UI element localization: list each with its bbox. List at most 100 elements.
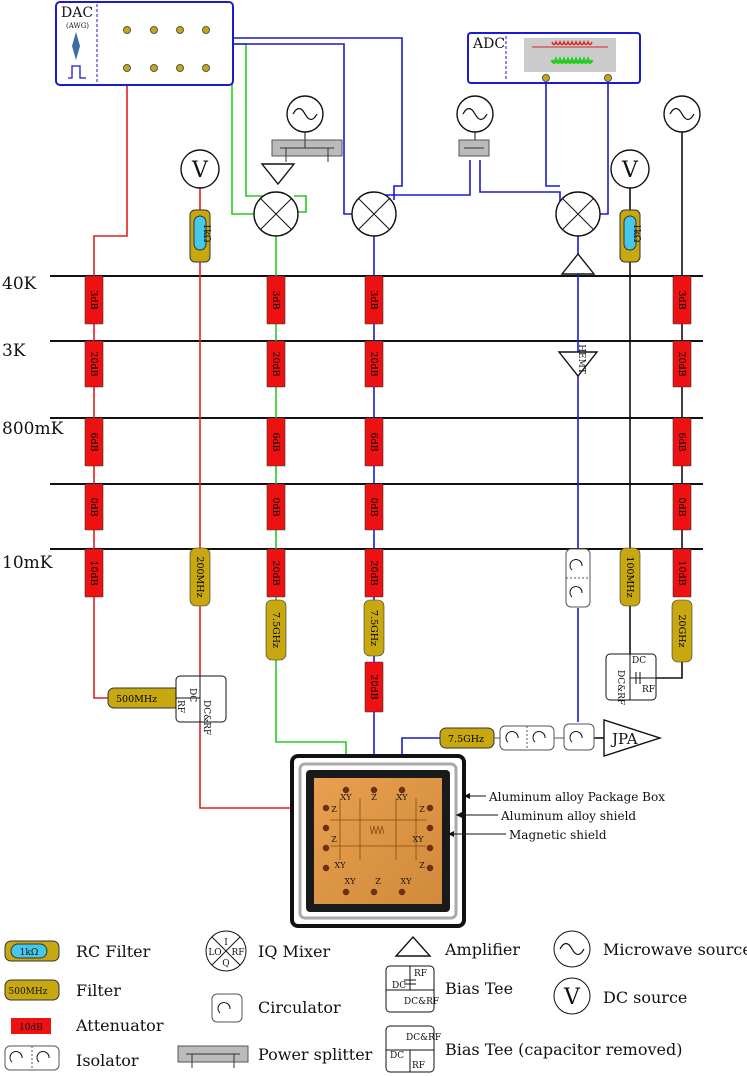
chip-pad-label: Z	[331, 835, 337, 844]
svg-text:20GHz: 20GHz	[676, 615, 687, 648]
jpa-label: JPA	[610, 730, 638, 748]
iq-mixer-xy	[253, 191, 299, 237]
dc-source-2: V	[610, 149, 650, 189]
svg-text:DC: DC	[392, 981, 406, 991]
svg-text:20dB: 20dB	[368, 351, 379, 376]
attenuator-col1-1: 20dB	[84, 340, 104, 388]
svg-text:DC&RF: DC&RF	[406, 1033, 441, 1043]
adc-screen	[524, 38, 616, 72]
dac-box: DAC (AWG)	[55, 1, 234, 86]
circulator-jpa	[563, 723, 595, 751]
shield-annotations: Aluminum alloy Package Box Aluminum allo…	[448, 790, 665, 842]
legend-bias-tee-cap-icon: DC DC&RF RF	[385, 1025, 441, 1073]
legend-dc-source-icon: V	[553, 977, 591, 1015]
chip-pad-label: XY	[413, 835, 425, 844]
svg-text:0dB: 0dB	[676, 497, 687, 516]
svg-text:1kΩ: 1kΩ	[631, 224, 641, 243]
pulse-icon	[68, 65, 86, 79]
legend: 1kΩ RC Filter 500MHz Filter 10dB Attenua…	[4, 930, 747, 1073]
wire-dc-line	[199, 188, 322, 809]
dac-label: DAC	[61, 5, 93, 21]
svg-text:DC: DC	[390, 1051, 404, 1061]
filter-col1-bottom: 500MHz	[107, 687, 186, 709]
wire-bias-line	[594, 132, 683, 739]
bias-tee-rf: RF	[175, 700, 185, 713]
attenuator-col4-2: 6dB	[364, 417, 384, 467]
attenuator-col1-4: 10dB	[84, 548, 104, 598]
legend-attenuator-icon: 10dB	[11, 1018, 51, 1034]
dac-ports	[123, 26, 210, 72]
iq-mixer-readout-out	[555, 191, 601, 237]
microwave-source-2	[456, 95, 494, 140]
svg-text:RF: RF	[414, 969, 427, 979]
filter-col4_10mK: 7.5GHz	[363, 599, 385, 657]
rc-filter-1: 1kΩ	[189, 209, 211, 263]
stage-label-10mk: 10mK	[2, 553, 53, 573]
svg-text:LO: LO	[208, 948, 221, 958]
filter-col7_10mK: 20GHz	[671, 599, 693, 663]
svg-text:RF: RF	[642, 685, 655, 695]
svg-text:Q: Q	[222, 959, 229, 969]
legend-microwave-source-label: Microwave source	[603, 940, 747, 959]
chip-pad-label: XY	[335, 861, 347, 870]
attenuator-col4-0: 3dB	[364, 275, 384, 325]
chip-pad-label: Z	[419, 861, 425, 870]
bias-tee-dc: DC	[187, 688, 197, 702]
shield-label-magnetic: Magnetic shield	[509, 828, 607, 842]
svg-text:1kΩ: 1kΩ	[201, 224, 211, 243]
svg-text:20dB: 20dB	[270, 351, 281, 376]
legend-filter-label: Filter	[76, 981, 121, 1000]
legend-amplifier-icon	[394, 935, 432, 957]
svg-text:20dB: 20dB	[368, 560, 379, 585]
svg-text:6dB: 6dB	[270, 432, 281, 451]
attenuator-col1-0: 3dB	[84, 275, 104, 325]
svg-text:7.5GHz: 7.5GHz	[448, 734, 484, 745]
power-splitter-2	[458, 139, 490, 157]
stage-label-3k: 3K	[2, 341, 26, 361]
legend-microwave-source-icon	[553, 930, 591, 968]
filter-col6_10mK: 100MHz	[619, 547, 641, 607]
chip-pad-label: XY	[341, 793, 353, 802]
chip-pad-label: XY	[345, 877, 357, 886]
isolator-readout	[565, 548, 591, 608]
filter-group: 200MHz 7.5GHz 7.5GHz 100MHz 20GHz 500MHz 7.5GH…	[107, 547, 693, 749]
chip-pad-label: XY	[401, 877, 413, 886]
svg-text:6dB: 6dB	[88, 432, 99, 451]
pulse-envelope-icon	[72, 32, 80, 60]
amplifier-room-temp	[560, 252, 596, 275]
shield-label-package: Aluminum alloy Package Box	[488, 790, 665, 804]
chip-package	[290, 754, 466, 928]
attenuator-col3-4: 20dB	[266, 548, 286, 598]
jpa-amplifier: JPA	[603, 719, 663, 757]
attenuator-col4-3: 0dB	[364, 483, 384, 531]
amplifier-xy	[260, 163, 296, 186]
filter-readout-in: 7.5GHz	[439, 727, 495, 749]
dac-sublabel: (AWG)	[66, 22, 89, 30]
svg-text:10dB: 10dB	[19, 1023, 43, 1033]
microwave-source-3	[663, 95, 701, 133]
hemt-amplifier: HEMT	[557, 344, 599, 378]
svg-text:3dB: 3dB	[88, 290, 99, 309]
legend-filter-icon: 500MHz	[4, 979, 60, 1001]
legend-iq-mixer-icon: I LO RF Q	[205, 930, 247, 972]
chip-pad-label: Z	[375, 877, 381, 886]
power-splitter-1	[271, 139, 343, 162]
svg-text:3dB: 3dB	[676, 290, 687, 309]
wire-readout-line	[179, 30, 609, 772]
stage-label-40k: 40K	[2, 274, 37, 294]
dc-source-2-symbol: V	[621, 158, 639, 183]
bias-tee-left: DC DC&RF RF	[175, 675, 227, 735]
attenuator-col1-3: 0dB	[84, 483, 104, 531]
dc-source-1-symbol: V	[191, 158, 209, 183]
svg-text:3dB: 3dB	[368, 290, 379, 309]
legend-bias-tee-icon: DC RF DC&RF	[385, 965, 439, 1013]
attenuator-col4-1: 20dB	[364, 340, 384, 388]
svg-text:0dB: 0dB	[368, 497, 379, 516]
legend-amplifier-label: Amplifier	[444, 940, 520, 959]
svg-text:500MHz: 500MHz	[116, 694, 157, 705]
microwave-source-1	[286, 95, 324, 140]
svg-text:200MHz: 200MHz	[194, 556, 205, 597]
svg-text:1kΩ: 1kΩ	[20, 948, 39, 958]
svg-text:7.5GHz: 7.5GHz	[270, 612, 281, 648]
